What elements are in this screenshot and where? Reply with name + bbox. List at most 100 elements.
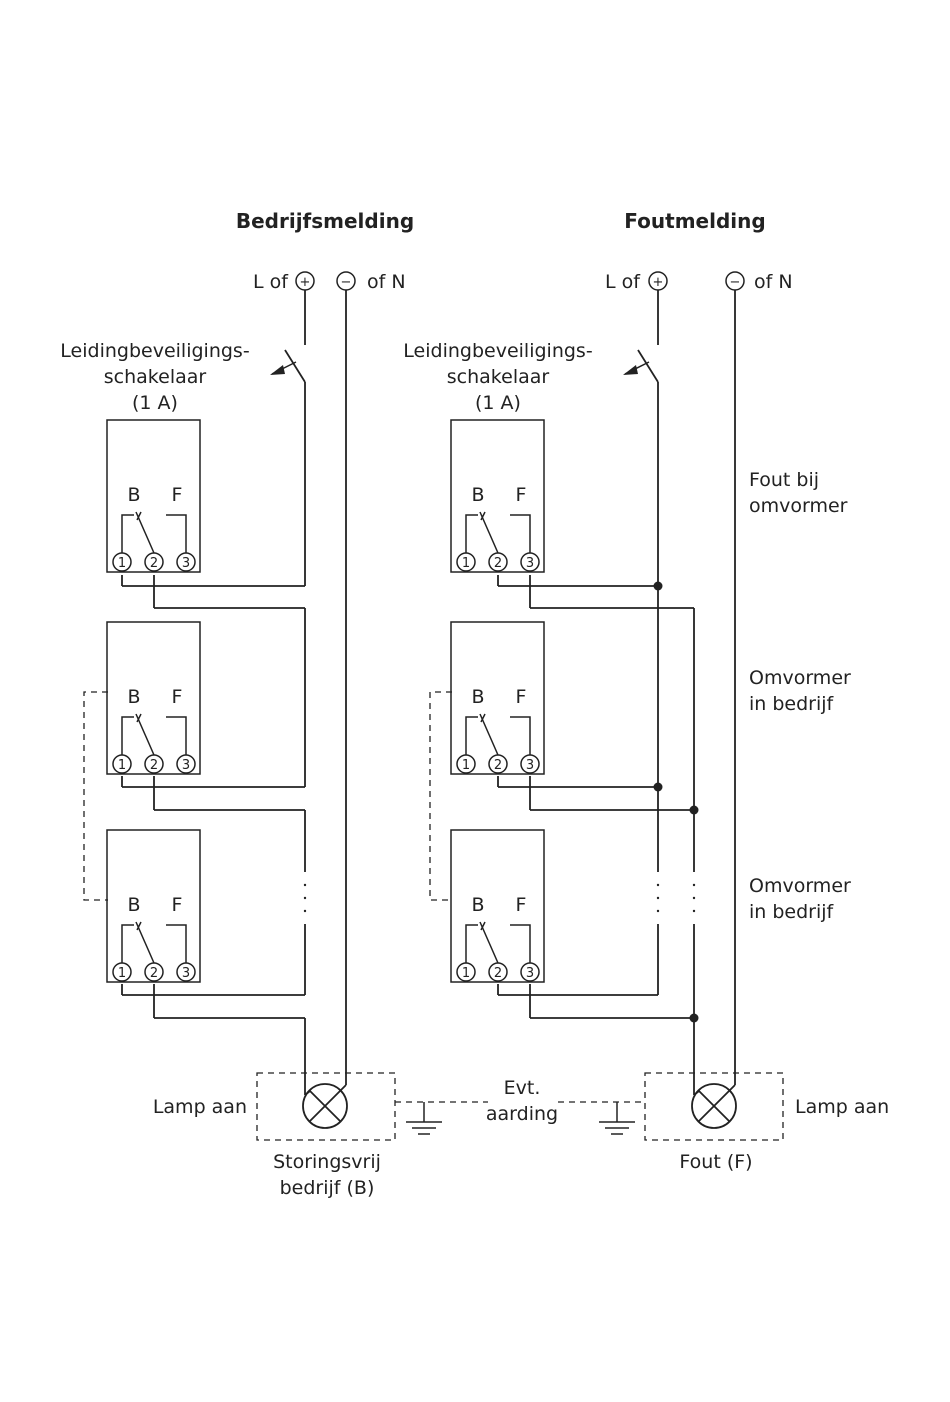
relay-module: B F 1 2 3 [450,621,545,775]
relay-label-b: B [471,894,484,916]
terminal-3: 3 [520,552,540,572]
terminal-2: 2 [144,754,164,774]
svg-text:−: − [341,275,352,290]
svg-text:1: 1 [118,556,126,571]
relay-label-b: B [127,484,140,506]
svg-text:schakelaar: schakelaar [104,366,207,388]
svg-text:1: 1 [118,758,126,773]
relay-module: B F 1 2 3 [106,621,201,775]
svg-text:(1 A): (1 A) [475,392,521,414]
state-label-2-line1: Omvormer [749,667,851,689]
plus-circle-icon: + [295,271,315,291]
relay-contact-icon [465,511,531,554]
relay-label-b: B [127,686,140,708]
svg-text:3: 3 [182,966,190,981]
svg-text:2: 2 [494,966,502,981]
relay-contact-icon [465,921,531,964]
svg-text:3: 3 [182,758,190,773]
svg-text:2: 2 [150,556,158,571]
state-labels: Fout bij omvormer Omvormer in bedrijf Om… [749,469,851,923]
left-lamp-label-2: bedrijf (B) [280,1177,375,1199]
svg-text:2: 2 [494,758,502,773]
right-lamp-group: Lamp aan Fout (F) [644,1072,889,1173]
breaker-switch-icon [623,290,659,383]
plus-circle-icon: + [648,271,668,291]
terminal-2: 2 [488,962,508,982]
relay-module: B F 1 2 3 [106,419,201,573]
title-operation-signal: Bedrijfsmelding [236,209,414,233]
relay-contact-icon [121,921,187,964]
terminal-3: 3 [176,552,196,572]
terminal-3: 3 [520,754,540,774]
title-fault-signal: Foutmelding [624,209,765,233]
right-breaker-label: Leidingbeveiligings- schakelaar (1 A) [403,340,592,414]
ground-label-1: Evt. [504,1077,541,1099]
ground-icon [599,1102,635,1135]
right-lamp-label: Fout (F) [679,1151,752,1173]
terminal-1: 1 [456,754,476,774]
relay-label-f: F [516,484,527,506]
state-label-1-line1: Fout bij [749,469,819,491]
left-supply-n-label: of N [367,271,406,293]
relay-contact-icon [121,511,187,554]
left-supply-l-label: L of [253,271,289,293]
svg-text:2: 2 [494,556,502,571]
svg-text:3: 3 [526,966,534,981]
terminal-1: 1 [112,552,132,572]
left-breaker-label: Leidingbeveiligings- schakelaar (1 A) [60,340,249,414]
relay-contact-icon [121,713,187,756]
terminal-3: 3 [176,754,196,774]
relay-label-b: B [471,686,484,708]
state-label-2-line2: in bedrijf [749,693,835,715]
state-label-1-line2: omvormer [749,495,848,517]
terminal-2: 2 [144,962,164,982]
relay-module: B F 1 2 3 [450,419,545,573]
relay-label-f: F [172,484,183,506]
left-wiring [83,290,347,1095]
right-supply-l-label: L of [605,271,641,293]
left-lamp-side-label: Lamp aan [153,1096,247,1118]
relay-label-f: F [172,894,183,916]
svg-text:+: + [653,275,664,290]
state-label-3-line1: Omvormer [749,875,851,897]
svg-text:−: − [730,275,741,290]
svg-text:+: + [300,275,311,290]
terminal-1: 1 [112,962,132,982]
terminal-2: 2 [488,754,508,774]
terminal-3: 3 [176,962,196,982]
relay-label-b: B [471,484,484,506]
ground-label-2: aarding [486,1103,558,1125]
breaker-switch-icon [270,290,306,586]
svg-text:1: 1 [462,758,470,773]
terminal-3: 3 [520,962,540,982]
svg-text:schakelaar: schakelaar [447,366,550,388]
svg-text:3: 3 [182,556,190,571]
relay-label-f: F [172,686,183,708]
relay-contact-icon [465,713,531,756]
terminal-1: 1 [456,552,476,572]
svg-text:3: 3 [526,556,534,571]
terminal-2: 2 [144,552,164,572]
lamp-icon [302,1083,348,1129]
svg-text:1: 1 [462,556,470,571]
minus-circle-icon: − [725,271,745,291]
left-supply: L of + − of N [253,271,406,293]
svg-text:2: 2 [150,758,158,773]
left-lamp-label-1: Storingsvrij [273,1151,381,1173]
ground-icon [406,1102,442,1135]
state-label-3-line2: in bedrijf [749,901,835,923]
terminal-2: 2 [488,552,508,572]
lamp-icon [691,1083,737,1129]
relay-label-f: F [516,686,527,708]
right-wiring [429,290,736,1095]
svg-text:Leidingbeveiligings-: Leidingbeveiligings- [403,340,592,362]
left-lamp-group: Lamp aan Storingsvrij bedrijf (B) [153,1072,396,1199]
svg-text:3: 3 [526,758,534,773]
relay-label-b: B [127,894,140,916]
right-supply: L of + − of N [605,271,793,293]
minus-circle-icon: − [336,271,356,291]
svg-text:(1 A): (1 A) [132,392,178,414]
